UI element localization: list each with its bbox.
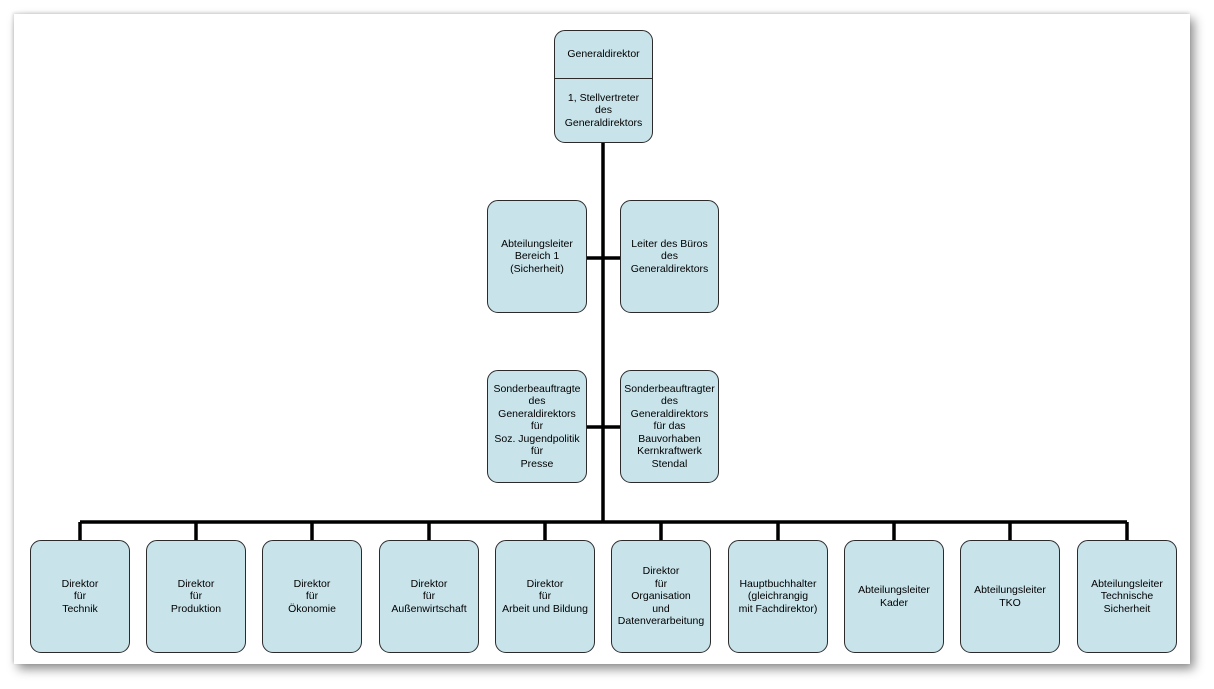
node-label: Abteilungsleiter Technische Sicherheit <box>1091 577 1163 615</box>
node-label: Abteilungsleiter Kader <box>858 584 930 609</box>
director-box: Direktor für Technik <box>30 540 130 653</box>
staff-box-nuclear-plant: Sonderbeauftragter des Generaldirektors … <box>620 370 719 483</box>
director-box: Direktor für Produktion <box>146 540 246 653</box>
director-box: Abteilungsleiter TKO <box>960 540 1060 653</box>
staff-box-office: Leiter des Büros des Generaldirektors <box>620 200 719 313</box>
node-label: Direktor für Produktion <box>170 577 222 615</box>
deputy-label: 1, Stellvertreter des Generaldirektors <box>564 91 643 129</box>
generaldirektor-title: Generaldirektor <box>555 31 652 79</box>
node-label: Direktor für Außenwirtschaft <box>391 577 467 615</box>
node-label: Leiter des Büros des Generaldirektors <box>630 237 709 275</box>
node-label: Direktor für Organisation und Datenverar… <box>617 565 705 628</box>
director-box: Hauptbuchhalter (gleichrangig mit Fachdi… <box>728 540 828 653</box>
staff-box-security: Abteilungsleiter Bereich 1 (Sicherheit) <box>487 200 587 313</box>
node-label: Sonderbeauftragter des Generaldirektors … <box>624 382 715 470</box>
node-label: Direktor für Arbeit und Bildung <box>502 577 588 615</box>
node-label: Direktor für Ökonomie <box>288 577 336 615</box>
director-box: Abteilungsleiter Kader <box>844 540 944 653</box>
node-label: Sonderbeauftragte des Generaldirektors f… <box>493 382 581 470</box>
director-box: Abteilungsleiter Technische Sicherheit <box>1077 540 1177 653</box>
director-box: Direktor für Ökonomie <box>262 540 362 653</box>
generaldirektor-box: Generaldirektor 1, Stellvertreter des Ge… <box>554 30 653 143</box>
director-box: Direktor für Organisation und Datenverar… <box>611 540 711 653</box>
node-label: Abteilungsleiter Bereich 1 (Sicherheit) <box>501 237 573 275</box>
director-box: Direktor für Außenwirtschaft <box>379 540 479 653</box>
node-label: Direktor für Technik <box>61 577 99 615</box>
director-box: Direktor für Arbeit und Bildung <box>495 540 595 653</box>
node-label: Hauptbuchhalter (gleichrangig mit Fachdi… <box>738 577 818 615</box>
node-label: Abteilungsleiter TKO <box>974 584 1046 609</box>
staff-box-youth-press: Sonderbeauftragte des Generaldirektors f… <box>487 370 587 483</box>
